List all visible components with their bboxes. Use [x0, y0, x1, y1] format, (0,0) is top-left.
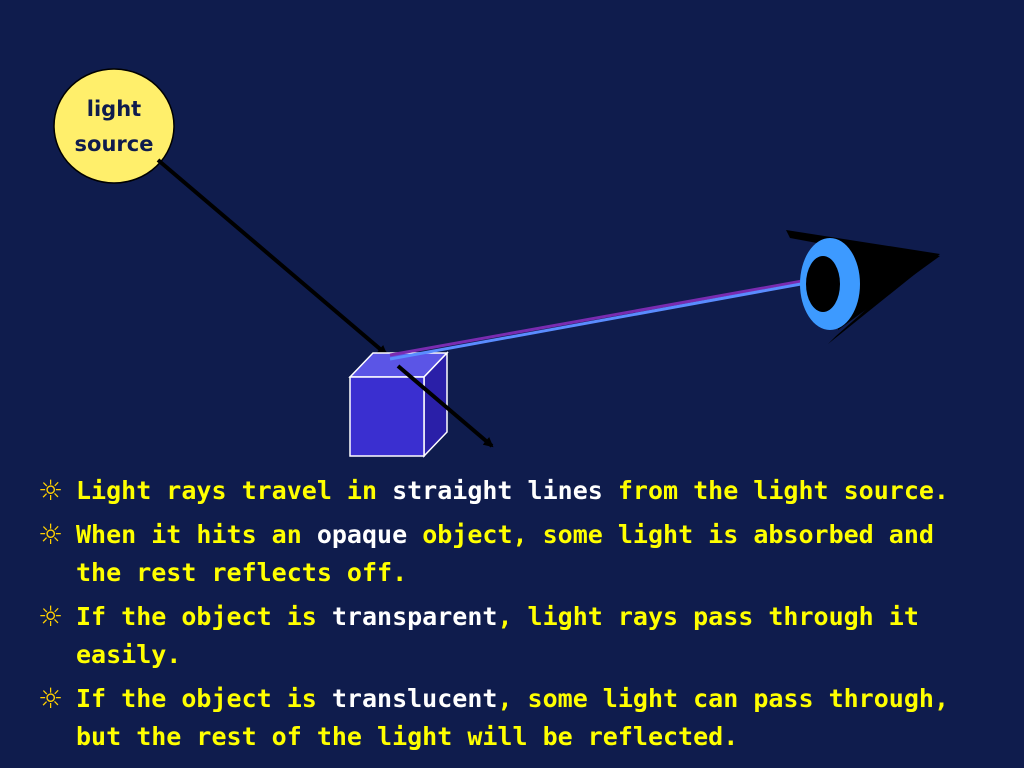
sun-icon: ☼: [38, 474, 64, 507]
bullet-text: If the object is: [76, 602, 332, 631]
bullet-text: , light rays pass through it easily.: [76, 602, 919, 669]
bullet-keyword: transparent: [331, 602, 498, 631]
cube-front-face: [349, 376, 425, 457]
bullet-text: from the light source.: [602, 476, 949, 505]
cube-object: [348, 351, 449, 458]
eye-pupil: [806, 256, 840, 312]
sun-icon: ☼: [38, 600, 64, 633]
sun-icon: ☼: [38, 518, 64, 551]
bullet-item: ☼ Light rays travel in straight lines fro…: [38, 472, 988, 510]
incident-ray: [156, 158, 388, 356]
bullet-text: , some light can pass through, but the r…: [76, 684, 949, 751]
bullet-item: ☼ If the object is transparent, light ray…: [38, 598, 988, 674]
sun-icon: ☼: [38, 682, 64, 715]
eye-cone: [832, 238, 940, 330]
bullet-text: When it hits an: [76, 520, 317, 549]
light-source-label-line2: source: [75, 132, 154, 156]
bullet-text: object, some light is absorbed and the r…: [76, 520, 934, 587]
bullet-item: ☼ When it hits an opaque object, some lig…: [38, 516, 988, 592]
bullet-keyword: translucent: [331, 684, 498, 713]
continuing-ray: [396, 364, 494, 448]
eye: [786, 230, 940, 344]
bullet-text: Light rays travel in: [76, 476, 393, 505]
bullet-keyword: straight lines: [392, 476, 603, 505]
bullet-item: ☼ If the object is translucent, some ligh…: [38, 680, 988, 756]
bullet-list: ☼ Light rays travel in straight lines fro…: [38, 472, 988, 762]
bullet-keyword: opaque: [316, 520, 408, 549]
light-source: light source: [53, 68, 175, 184]
reflected-ray: [389, 278, 814, 361]
light-source-circle: [53, 68, 175, 184]
light-reflection-diagram: light source: [53, 68, 940, 458]
reflected-ray-shadow: [389, 278, 809, 357]
bullet-text: If the object is: [76, 684, 332, 713]
light-source-label-line1: light: [87, 97, 141, 121]
